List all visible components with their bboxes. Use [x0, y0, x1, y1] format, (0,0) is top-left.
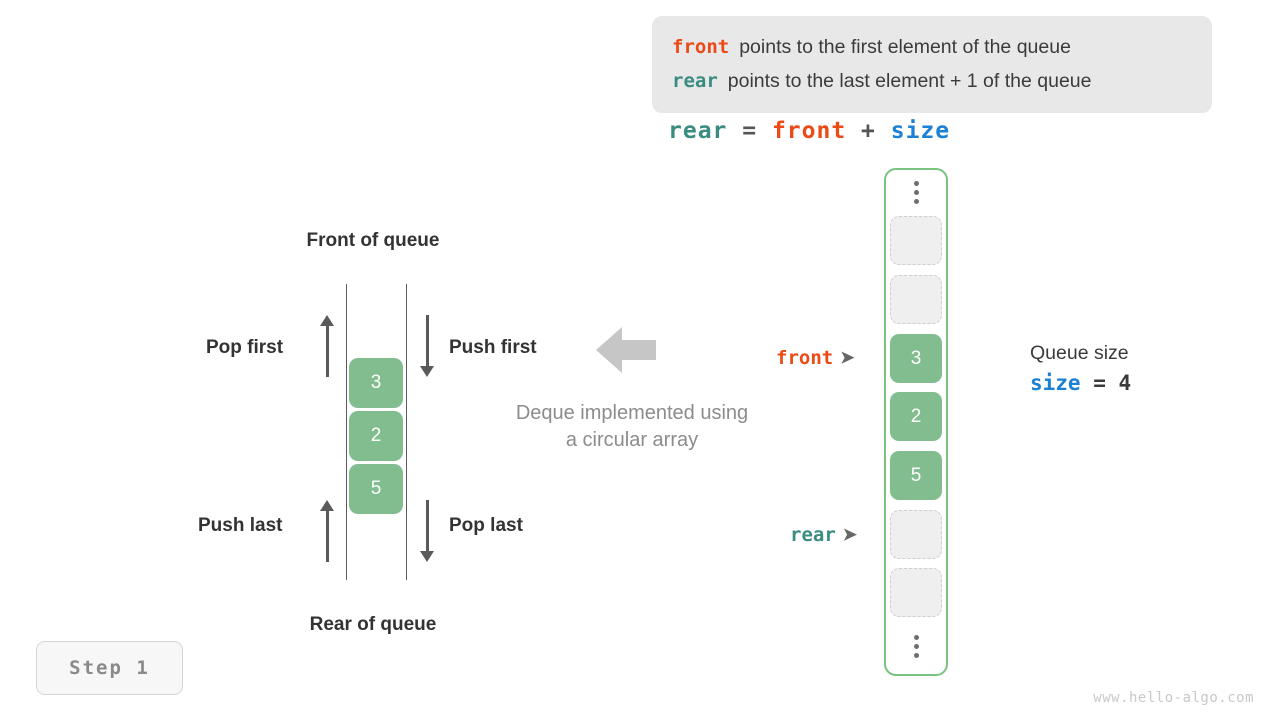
queue-size-title: Queue size — [1030, 342, 1129, 364]
arrow-shaft — [326, 324, 329, 377]
arrow-shaft — [426, 315, 429, 368]
rear-pointer-label: rear — [790, 524, 836, 546]
arrow-head-up-icon — [320, 500, 334, 511]
rear-of-queue-label: Rear of queue — [309, 614, 437, 635]
formula-plus: + — [846, 118, 891, 144]
queue-size-var: size — [1030, 371, 1081, 395]
caption-line-2: a circular array — [565, 429, 699, 451]
push-first-label: Push first — [449, 337, 537, 358]
array-bottom-ellipsis-icon — [884, 629, 948, 663]
pop-last-arrow — [420, 500, 434, 562]
array-slot-filled: 5 — [890, 451, 942, 500]
arrow-shaft — [326, 509, 329, 562]
array-slot-empty — [890, 216, 942, 265]
left-pointing-arrow-icon — [596, 327, 656, 373]
deque-element: 3 — [349, 358, 403, 408]
pop-first-label: Pop first — [206, 337, 284, 358]
push-first-arrow — [420, 315, 434, 377]
legend-text-rear: points to the last element + 1 of the qu… — [727, 70, 1092, 92]
legend-line-rear: rear points to the last element + 1 of t… — [672, 64, 1192, 98]
deque-caption: Deque implemented using a circular array — [472, 400, 792, 454]
queue-size-value: size = 4 — [1030, 367, 1131, 399]
caption-line-1: Deque implemented using — [515, 402, 749, 424]
legend-box: front points to the first element of the… — [652, 16, 1212, 113]
step-badge: Step 1 — [36, 641, 183, 695]
pop-first-arrow — [320, 315, 334, 377]
array-slot-filled: 3 — [890, 334, 942, 383]
push-last-arrow — [320, 500, 334, 562]
front-of-queue-label: Front of queue — [306, 230, 440, 251]
arrow-head-down-icon — [420, 366, 434, 377]
formula-front: front — [771, 118, 847, 144]
formula-rear-equals-front-plus-size: rear = front + size — [668, 118, 950, 144]
array-top-ellipsis-icon — [884, 175, 948, 209]
pointer-arrow-icon: ➤ — [842, 525, 858, 544]
array-slot-empty — [890, 510, 942, 559]
legend-keyword-rear: rear — [672, 70, 718, 92]
array-slot-empty — [890, 568, 942, 617]
pop-last-label: Pop last — [449, 515, 523, 536]
arrow-shaft — [426, 500, 429, 553]
queue-size-note: Queue size size = 4 — [1030, 339, 1131, 399]
legend-text-front: points to the first element of the queue — [739, 36, 1071, 58]
formula-size: size — [890, 118, 951, 144]
deque-rail-left — [346, 284, 347, 580]
deque-rail-right — [406, 284, 407, 580]
deque-element: 5 — [349, 464, 403, 514]
watermark: www.hello-algo.com — [1093, 690, 1254, 706]
arrow-head-down-icon — [420, 551, 434, 562]
arrow-head-up-icon — [320, 315, 334, 326]
rear-pointer: rear ➤ — [790, 524, 857, 546]
front-pointer: front ➤ — [776, 347, 854, 369]
legend-line-front: front points to the first element of the… — [672, 30, 1192, 64]
queue-size-equals: = — [1080, 371, 1119, 395]
push-last-label: Push last — [198, 515, 283, 536]
formula-lhs: rear — [668, 118, 728, 144]
formula-equals: = — [727, 118, 772, 144]
queue-size-number: 4 — [1118, 371, 1132, 395]
array-slot-empty — [890, 275, 942, 324]
legend-keyword-front: front — [672, 36, 730, 58]
front-pointer-label: front — [776, 347, 834, 369]
array-slot-filled: 2 — [890, 392, 942, 441]
pointer-arrow-icon: ➤ — [840, 348, 855, 367]
deque-element: 2 — [349, 411, 403, 461]
